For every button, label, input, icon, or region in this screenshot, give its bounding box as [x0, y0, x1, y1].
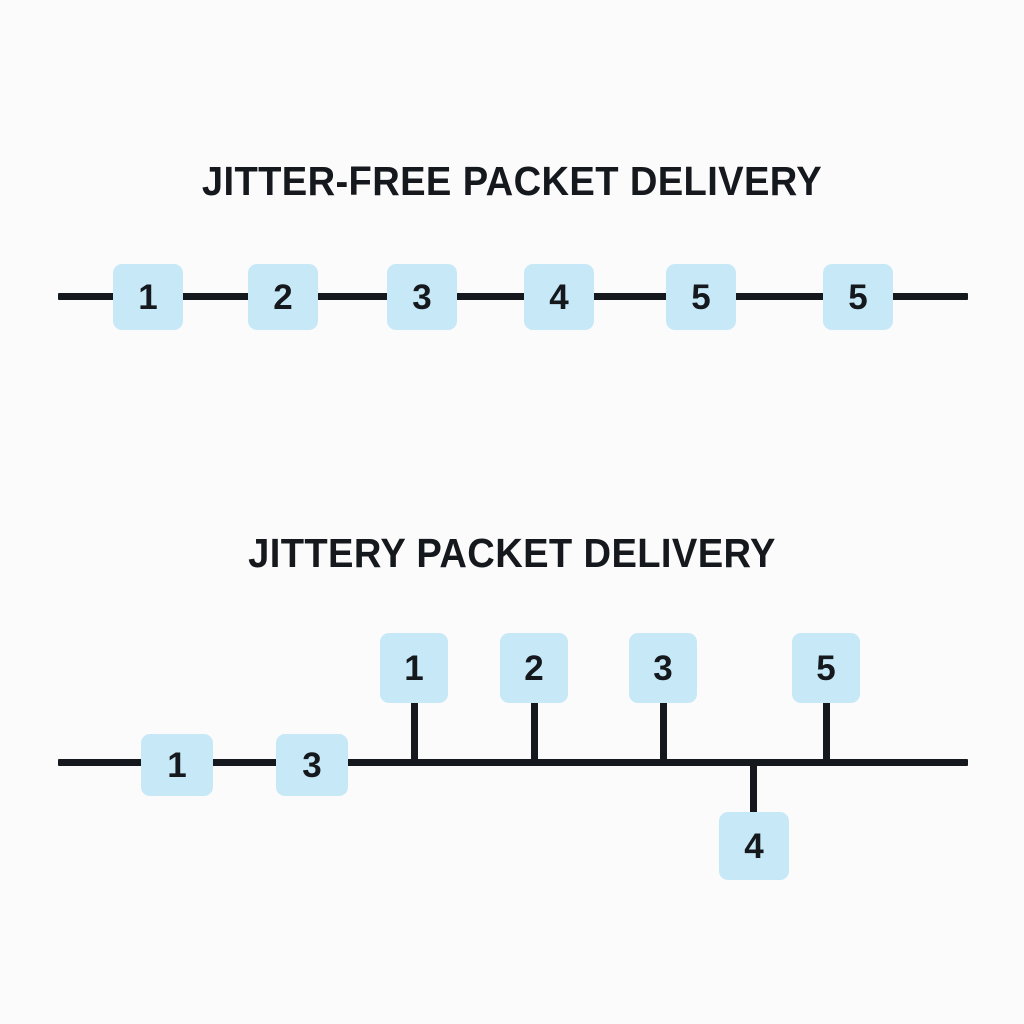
packet-box[interactable]: 3: [276, 734, 348, 796]
jittery-timeline-rail: [58, 759, 968, 766]
packet-stem-up: [531, 700, 538, 763]
packet-box[interactable]: 3: [387, 264, 457, 330]
packet-box[interactable]: 5: [823, 264, 893, 330]
jitter-free-timeline-rail: [58, 293, 968, 300]
packet-box[interactable]: 5: [792, 633, 860, 703]
packet-stem-up: [411, 700, 418, 763]
packet-box[interactable]: 3: [629, 633, 697, 703]
packet-box[interactable]: 1: [141, 734, 213, 796]
packet-stem-up: [823, 700, 830, 763]
packet-box[interactable]: 4: [524, 264, 594, 330]
packet-box[interactable]: 2: [500, 633, 568, 703]
packet-stem-up: [660, 700, 667, 763]
packet-box[interactable]: 1: [113, 264, 183, 330]
packet-box[interactable]: 5: [666, 264, 736, 330]
jitter-free-title: JITTER-FREE PACKET DELIVERY: [201, 158, 823, 204]
jittery-title: JITTERY PACKET DELIVERY: [248, 530, 776, 576]
packet-box[interactable]: 2: [248, 264, 318, 330]
packet-stem-down: [750, 763, 757, 815]
packet-box[interactable]: 1: [380, 633, 448, 703]
packet-box[interactable]: 4: [719, 812, 789, 880]
